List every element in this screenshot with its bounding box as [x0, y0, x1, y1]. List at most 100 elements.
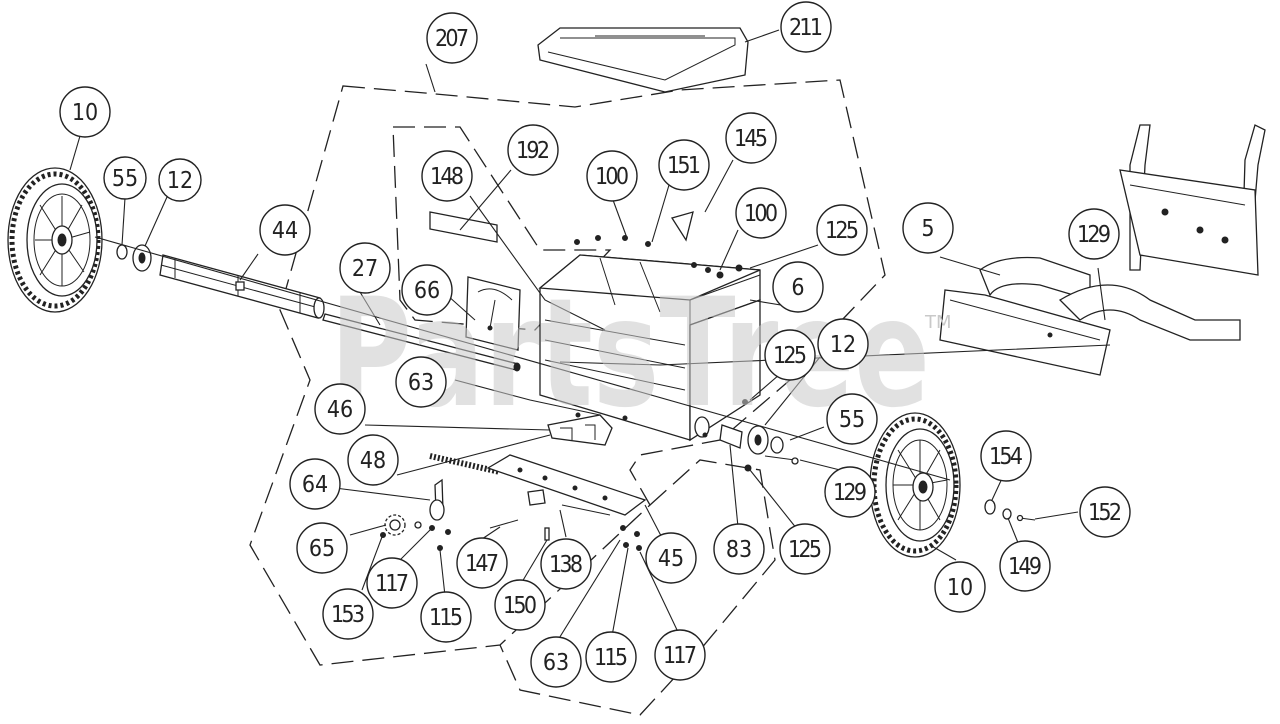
- callout-154: 154: [980, 430, 1032, 482]
- callout-label: 44: [272, 218, 298, 244]
- callout-circle: [103, 156, 147, 200]
- callout-label: 100: [595, 164, 629, 190]
- callout-66: 66: [401, 264, 453, 316]
- callout-circle: [296, 522, 348, 574]
- washer-154: [984, 499, 996, 515]
- callout-152: 152: [1079, 486, 1131, 538]
- hopper-cover-211: [537, 27, 749, 93]
- callout-circle: [772, 261, 824, 313]
- callout-label: 151: [667, 153, 701, 179]
- callout-label: 48: [360, 448, 386, 474]
- callout-125b: 125: [764, 329, 816, 381]
- callout-label: 129: [833, 480, 867, 506]
- callout-12a: 12: [158, 158, 202, 202]
- callout-10a: 10: [59, 86, 111, 138]
- callout-circle: [713, 523, 765, 575]
- callout-circle: [654, 629, 706, 681]
- callout-55a: 55: [103, 156, 147, 200]
- shutoff-bracket-46: [547, 414, 613, 446]
- callout-label: 63: [543, 650, 569, 676]
- callout-label: 129: [1077, 222, 1111, 248]
- callout-label: 147: [465, 551, 499, 577]
- gauge-decal-66: [465, 276, 521, 351]
- callout-label: 125: [825, 218, 859, 244]
- callout-label: 55: [839, 407, 865, 433]
- callout-circle: [586, 150, 638, 202]
- callout-label: 12: [167, 168, 193, 194]
- callout-circle: [420, 591, 472, 643]
- callout-55b: 55: [826, 393, 878, 445]
- callout-117a: 117: [366, 557, 418, 609]
- callout-label: 46: [327, 397, 353, 423]
- shaft-27: [322, 313, 521, 372]
- callout-label: 145: [734, 126, 768, 152]
- decal-group-boundary: [392, 126, 612, 331]
- callout-circle: [999, 540, 1051, 592]
- callout-circle: [764, 329, 816, 381]
- hardware-group-boundary: [499, 459, 776, 716]
- handle-5: [979, 124, 1266, 341]
- callout-63b: 63: [530, 636, 582, 688]
- callout-circle: [658, 139, 710, 191]
- callout-45: 45: [645, 532, 697, 584]
- callout-100a: 100: [586, 150, 638, 202]
- callout-211: 211: [780, 1, 832, 53]
- callout-label: 45: [658, 546, 684, 572]
- callout-151: 151: [658, 139, 710, 191]
- callout-circle: [585, 631, 637, 683]
- callout-153: 153: [322, 588, 374, 640]
- callout-circle: [934, 561, 986, 613]
- callout-6: 6: [772, 261, 824, 313]
- right-wheel: [869, 412, 961, 558]
- callout-circle: [426, 12, 478, 64]
- callout-circle: [824, 466, 876, 518]
- callout-label: 63: [408, 370, 434, 396]
- hopper-6: [538, 254, 761, 442]
- callout-64: 64: [289, 458, 341, 510]
- callout-label: 138: [549, 552, 583, 578]
- callout-48: 48: [347, 434, 399, 486]
- callout-circle: [645, 532, 697, 584]
- callout-circle: [259, 204, 311, 256]
- callout-label: 115: [429, 605, 463, 631]
- callout-149: 149: [999, 540, 1051, 592]
- callout-147: 147: [456, 537, 508, 589]
- callout-label: 207: [435, 26, 469, 52]
- callout-label: 148: [430, 164, 464, 190]
- pin-152: [1016, 514, 1036, 522]
- callout-circle: [826, 393, 878, 445]
- callout-circle: [347, 434, 399, 486]
- callout-circle: [366, 557, 418, 609]
- callout-192: 192: [507, 124, 559, 176]
- callout-148: 148: [421, 150, 473, 202]
- callout-circle: [421, 150, 473, 202]
- callout-115b: 115: [585, 631, 637, 683]
- axle-44: [159, 254, 325, 319]
- right-bushing-55: [770, 436, 784, 454]
- callout-circle: [540, 538, 592, 590]
- callout-circle: [780, 1, 832, 53]
- callout-100b: 100: [735, 187, 787, 239]
- callout-12b: 12: [817, 318, 869, 370]
- callout-129b: 129: [824, 466, 876, 518]
- leader-lines: [69, 29, 1111, 641]
- callout-circle: [507, 124, 559, 176]
- callout-circle: [314, 383, 366, 435]
- decal-145: [670, 211, 694, 242]
- callout-label: 154: [989, 444, 1023, 470]
- callout-circle: [980, 430, 1032, 482]
- gear-65: [384, 514, 406, 536]
- callout-circle: [779, 523, 831, 575]
- callout-circle: [1068, 208, 1120, 260]
- watermark-tm: TM: [924, 312, 952, 333]
- callout-125c: 125: [779, 523, 831, 575]
- callout-207: 207: [426, 12, 478, 64]
- callout-label: 152: [1088, 500, 1122, 526]
- callout-10b: 10: [934, 561, 986, 613]
- callout-5: 5: [902, 202, 954, 254]
- left-wheel: [7, 167, 103, 313]
- callout-circle: [735, 187, 787, 239]
- callout-circle: [456, 537, 508, 589]
